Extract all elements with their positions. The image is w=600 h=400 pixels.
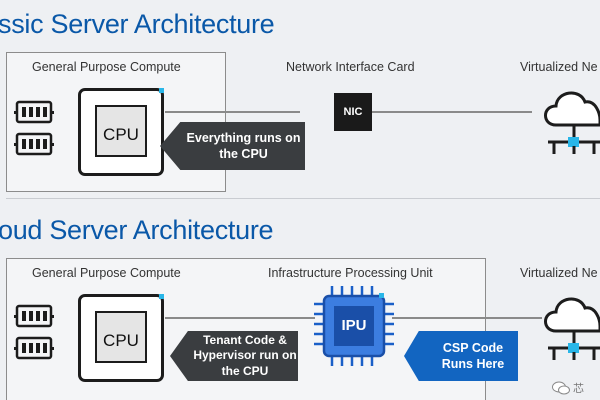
wechat-icon <box>552 381 570 395</box>
classic-connection-line <box>165 111 300 113</box>
classic-callout-text: Everything runs on the CPU <box>186 130 301 161</box>
watermark-text: 芯 <box>573 383 584 395</box>
cloud-network-icon <box>544 297 600 360</box>
classic-nic-label: Network Interface Card <box>286 60 415 74</box>
ipu-label-wrap: IPU <box>310 282 398 370</box>
ipu-text: IPU <box>341 317 367 334</box>
memory-module-icon <box>14 100 54 156</box>
cloud-network-icon <box>544 91 600 154</box>
cloud-section-title: oud Server Architecture <box>0 215 274 245</box>
cloud-cpu-chip: CPU <box>78 294 164 382</box>
classic-divider <box>6 198 600 199</box>
csp-callout: CSP Code Runs Here <box>404 331 518 381</box>
classic-cpu-indicator <box>159 88 164 93</box>
classic-cpu-chip: CPU <box>78 88 164 176</box>
watermark: 芯 <box>552 380 584 396</box>
csp-callout-text: CSP Code Runs Here <box>441 340 505 371</box>
cloud-compute-label: General Purpose Compute <box>32 266 181 280</box>
classic-cpu-text: CPU <box>103 125 139 144</box>
nic-text: NIC <box>343 106 363 118</box>
classic-callout: Everything runs on the CPU <box>160 122 305 170</box>
cloud-cpu-text: CPU <box>103 331 139 350</box>
tenant-callout: Tenant Code & Hypervisor run on the CPU <box>170 331 298 381</box>
ipu-chip <box>314 286 394 366</box>
cloud-connection-line <box>165 317 315 319</box>
cloud-connection-line-2 <box>392 317 542 319</box>
cloud-cpu-indicator <box>159 294 164 299</box>
classic-compute-label: General Purpose Compute <box>32 60 181 74</box>
cloud-ipu-label: Infrastructure Processing Unit <box>268 266 433 280</box>
cloud-network-label: Virtualized Ne <box>520 266 598 280</box>
memory-module-icon <box>14 304 54 360</box>
nic-chip: NIC <box>334 93 372 131</box>
classic-network-label: Virtualized Ne <box>520 60 598 74</box>
tenant-callout-text: Tenant Code & Hypervisor run on the CPU <box>193 332 297 378</box>
classic-cpu-die <box>95 105 147 157</box>
classic-section-title: ssic Server Architecture <box>0 9 275 39</box>
classic-connection-line-2 <box>372 111 532 113</box>
cloud-cpu-die <box>95 311 147 363</box>
